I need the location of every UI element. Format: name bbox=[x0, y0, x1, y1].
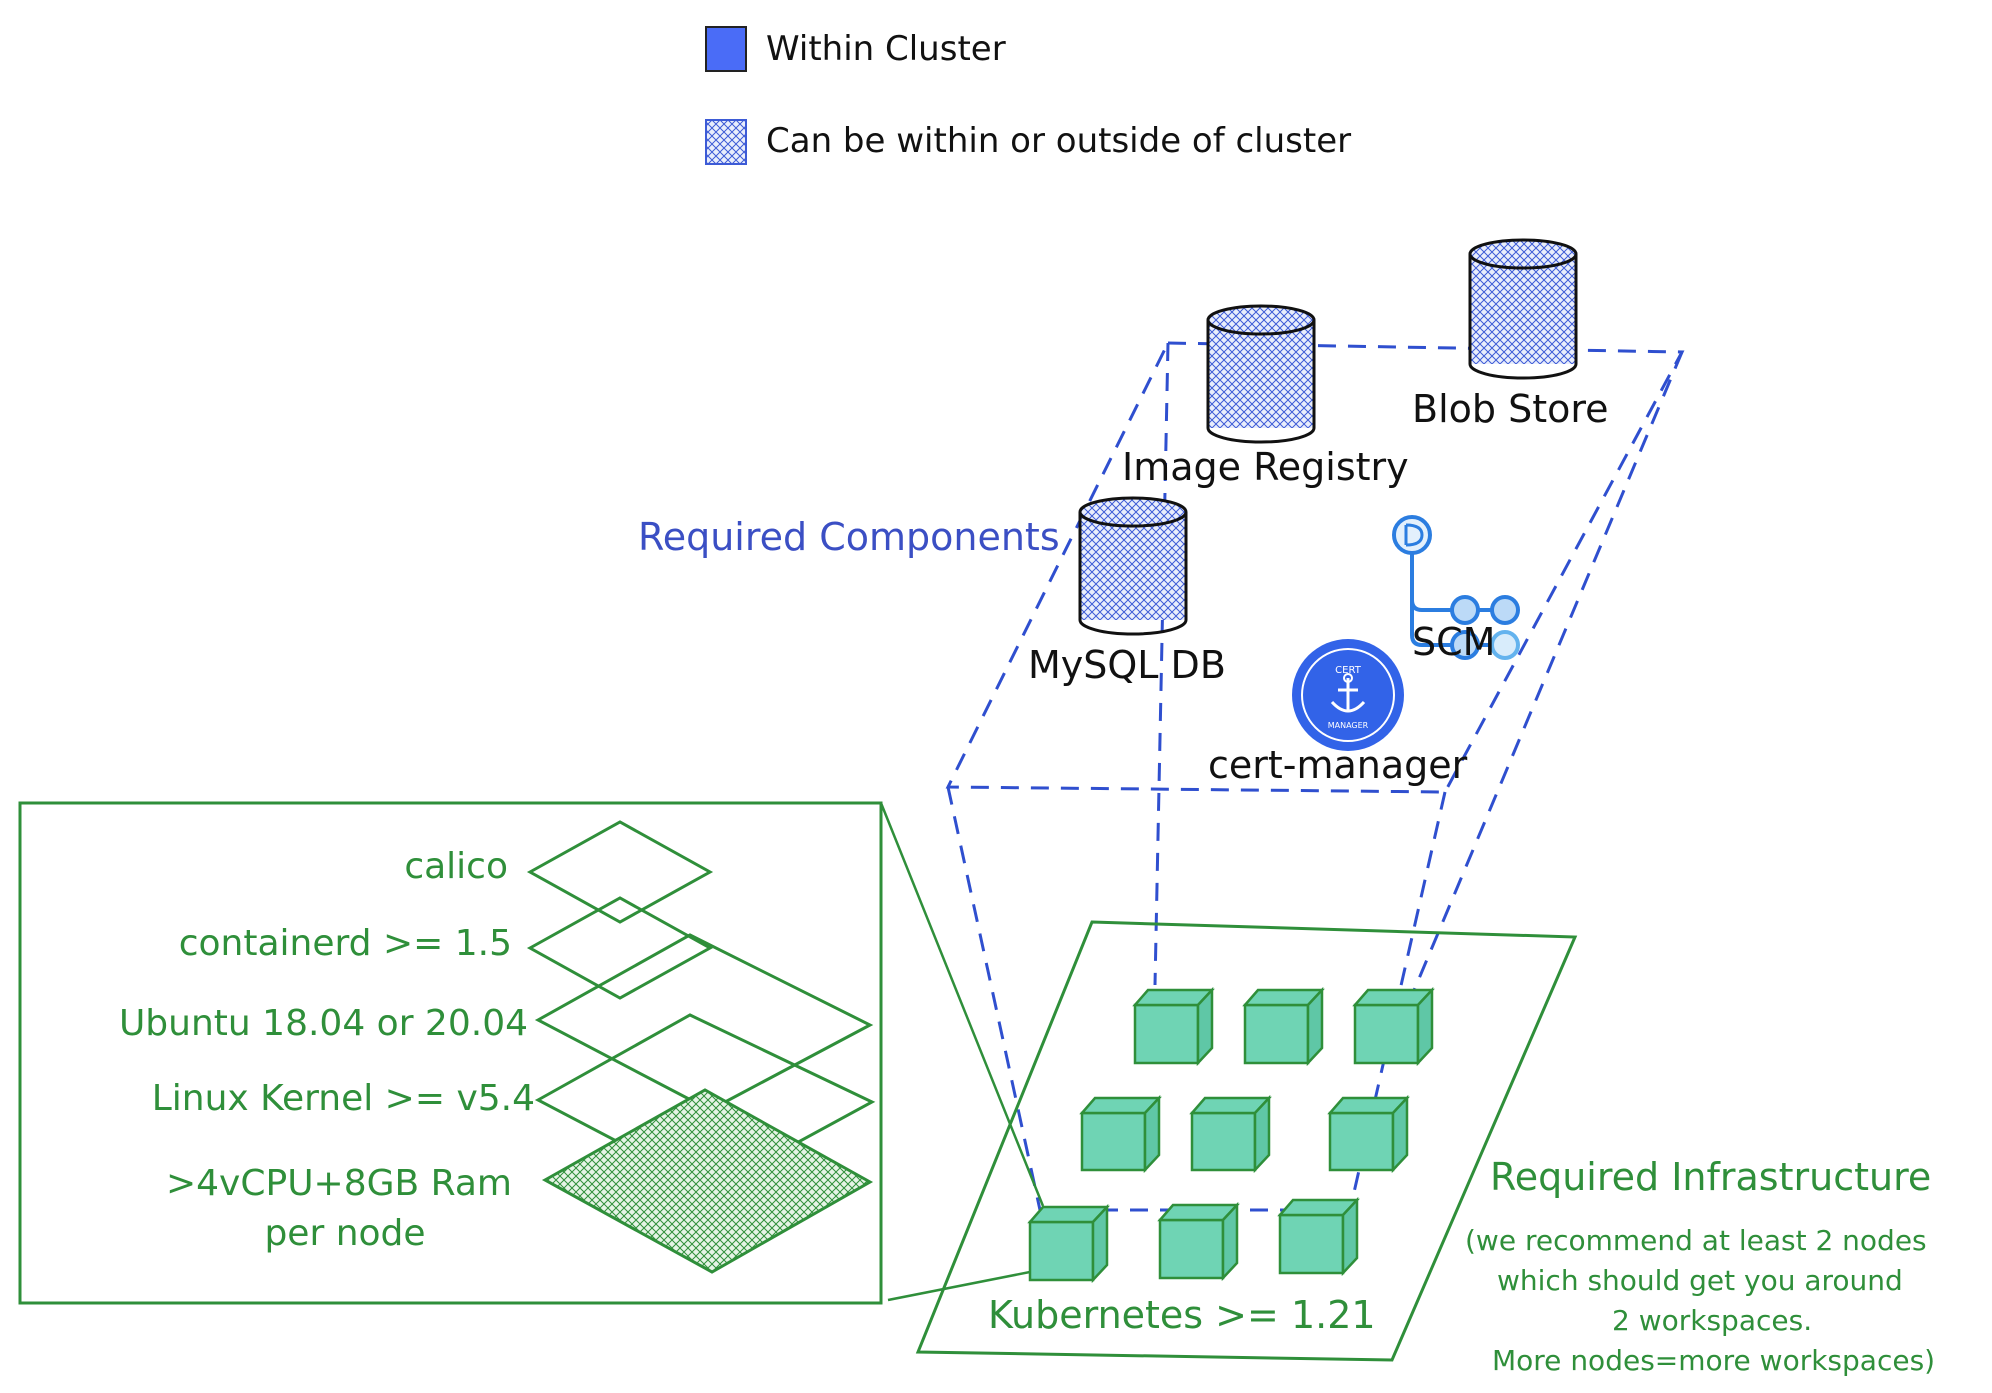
blob-store-label: Blob Store bbox=[1412, 387, 1609, 431]
image-registry-label: Image Registry bbox=[1122, 445, 1409, 489]
infra-note-line1: (we recommend at least 2 nodes bbox=[1465, 1224, 1927, 1257]
node-cube bbox=[1327, 1094, 1410, 1174]
infra-note-line2: which should get you around bbox=[1497, 1264, 1903, 1297]
kubernetes-label: Kubernetes >= 1.21 bbox=[988, 1293, 1376, 1337]
node-cube bbox=[1189, 1094, 1272, 1174]
legend-within-cluster: Within Cluster bbox=[766, 29, 1006, 69]
hardware-layer bbox=[541, 1088, 874, 1274]
hardware-label-line1: >4vCPU+8GB Ram bbox=[166, 1163, 512, 1204]
required-components-label: Required Components bbox=[638, 515, 1060, 559]
scm-label: SCM bbox=[1412, 620, 1495, 664]
cert-manager-logo-top: CERT bbox=[1335, 665, 1362, 676]
ubuntu-label: Ubuntu 18.04 or 20.04 bbox=[119, 1003, 528, 1044]
required-infrastructure-label: Required Infrastructure bbox=[1490, 1155, 1931, 1199]
kubernetes-nodes bbox=[1027, 986, 1435, 1284]
node-cube bbox=[1132, 986, 1215, 1067]
blob-store-cylinder bbox=[1468, 238, 1578, 380]
zoom-connectors bbox=[879, 802, 1045, 1302]
mysql-db-label: MySQL DB bbox=[1028, 643, 1226, 687]
legend: Within Cluster Can be within or outside … bbox=[705, 26, 1351, 165]
scm-icon bbox=[1392, 515, 1520, 660]
node-cube bbox=[1277, 1196, 1360, 1277]
calico-label: calico bbox=[404, 846, 508, 887]
containerd-label: containerd >= 1.5 bbox=[179, 923, 512, 964]
mysql-db-cylinder bbox=[1078, 496, 1188, 636]
kernel-label: Linux Kernel >= v5.4 bbox=[152, 1078, 535, 1119]
image-registry-cylinder bbox=[1206, 304, 1316, 444]
ubuntu-layer bbox=[534, 933, 874, 1112]
infrastructure-plane bbox=[915, 920, 1578, 1362]
cert-manager-logo-bottom: MANAGER bbox=[1328, 721, 1369, 730]
containerd-layer bbox=[526, 896, 714, 1000]
infra-note-line4: More nodes=more workspaces) bbox=[1492, 1344, 1935, 1377]
layer-diamonds bbox=[526, 820, 876, 1274]
hatched-swatch bbox=[705, 119, 747, 165]
cert-manager-icon: CERT MANAGER bbox=[1292, 639, 1404, 751]
node-stack-box: calico containerd >= 1.5 Ubuntu 18.04 or… bbox=[18, 801, 883, 1305]
cert-manager-label: cert-manager bbox=[1208, 743, 1468, 787]
node-cube bbox=[1027, 1203, 1110, 1284]
legend-within-or-outside: Can be within or outside of cluster bbox=[766, 121, 1351, 161]
hardware-label-line2: per node bbox=[264, 1213, 425, 1254]
node-cube bbox=[1157, 1201, 1240, 1282]
node-cube bbox=[1352, 986, 1435, 1067]
within-cluster-swatch bbox=[705, 26, 747, 72]
node-cube bbox=[1079, 1094, 1162, 1174]
calico-layer bbox=[526, 820, 714, 924]
node-cube bbox=[1242, 986, 1325, 1067]
infra-note-line3: 2 workspaces. bbox=[1612, 1304, 1812, 1337]
